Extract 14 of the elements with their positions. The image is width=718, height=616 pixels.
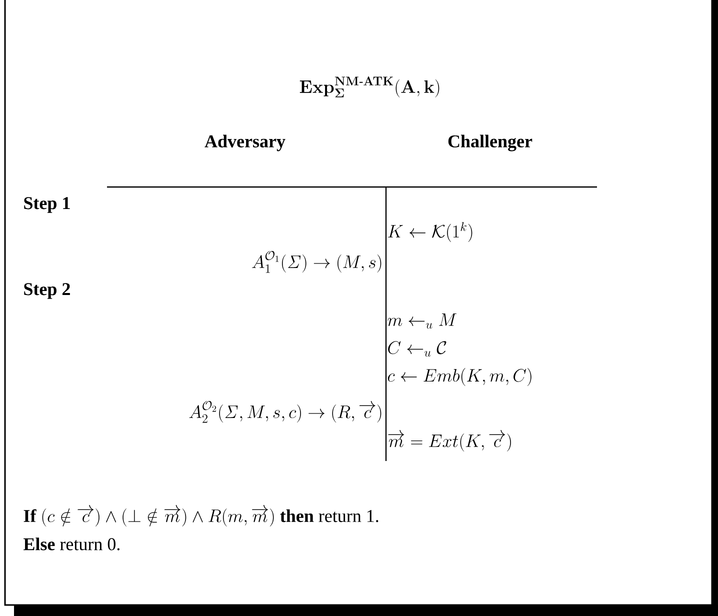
column-heading: Adversary bbox=[204, 134, 286, 152]
condition-text: $\textbf{If}\ (c \notin \overrightarrow{c}) \wedge (\bot \notin \overrightarrow{m}) \wedge R(m,\overrightarrow{m})\ \textbf{then}\ \text{return 1.}$ bbox=[24, 504, 378, 526]
formula: $C \leftarrow_u \mathcal{C}$ bbox=[388, 341, 446, 357]
formula: $\overrightarrow{m} = Ext(K,\overrightarrow{c})$ bbox=[388, 430, 511, 452]
formula: $K \leftarrow \mathcal{K}(1^k)$ bbox=[388, 222, 472, 242]
title: $\mathbf{Exp}_{\mathbf{\Sigma}}^{\mathbf{NM\text{-}ATK}}(\mathbf{A},\mathbf{k})$ bbox=[300, 76, 440, 98]
step-label: Step 1 bbox=[24, 197, 70, 213]
formula: $A_1^{\mathcal{O}_1}(\mathit{\Sigma}) \rightarrow (M,s)$ bbox=[252, 250, 382, 273]
formula: $A_2^{\mathcal{O}_2}(\mathit{\Sigma},M,s,c) \rightarrow (R,\overrightarrow{c})$ bbox=[189, 400, 382, 423]
step-label: Step 2 bbox=[24, 283, 70, 299]
condition-text: Else return 0. bbox=[24, 538, 120, 550]
formula: $c \leftarrow Emb(K,m,C)$ bbox=[388, 368, 532, 386]
formula: $m \leftarrow_u M$ bbox=[388, 314, 456, 329]
column-heading: Challenger bbox=[448, 134, 532, 152]
